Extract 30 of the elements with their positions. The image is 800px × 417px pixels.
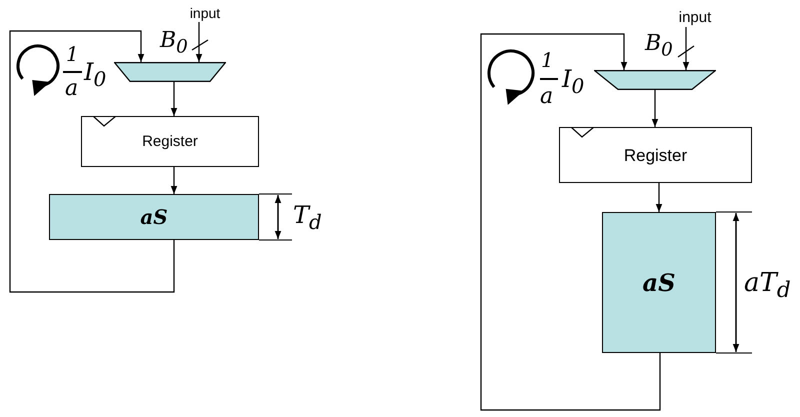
multiplexer bbox=[114, 62, 226, 82]
bus-width-label: B$_{0}$ bbox=[160, 30, 188, 57]
fraction-numerator: 1 bbox=[66, 44, 79, 64]
arrow bbox=[656, 183, 662, 212]
logic-block bbox=[49, 194, 259, 240]
delay-label: aT$_{d}$ bbox=[744, 270, 791, 302]
block-label: Register bbox=[624, 146, 688, 164]
arrow bbox=[480, 33, 661, 411]
arrow bbox=[170, 167, 178, 194]
delay-label: T$_{d}$ bbox=[293, 203, 322, 232]
register-box bbox=[559, 127, 752, 183]
block-label: Register bbox=[142, 134, 198, 149]
logic-block bbox=[602, 212, 716, 353]
block-label: aS bbox=[140, 207, 168, 227]
current-symbol: I$_{0}$ bbox=[84, 60, 106, 89]
block-label: aS bbox=[642, 270, 676, 294]
register-box bbox=[81, 116, 259, 167]
multiplexer bbox=[594, 70, 716, 90]
input-label: input bbox=[670, 7, 720, 27]
current-symbol: I$_{0}$ bbox=[562, 67, 584, 96]
arrow bbox=[9, 30, 175, 293]
arrow bbox=[652, 90, 658, 127]
arrow bbox=[196, 22, 202, 62]
fraction-denominator: a bbox=[65, 78, 78, 100]
input-label: input bbox=[181, 4, 229, 22]
arrow bbox=[682, 27, 690, 70]
fraction-numerator: 1 bbox=[541, 50, 554, 70]
bus-width-label: B$_{0}$ bbox=[645, 33, 673, 60]
arrow bbox=[170, 82, 178, 116]
fraction-denominator: a bbox=[540, 86, 554, 108]
